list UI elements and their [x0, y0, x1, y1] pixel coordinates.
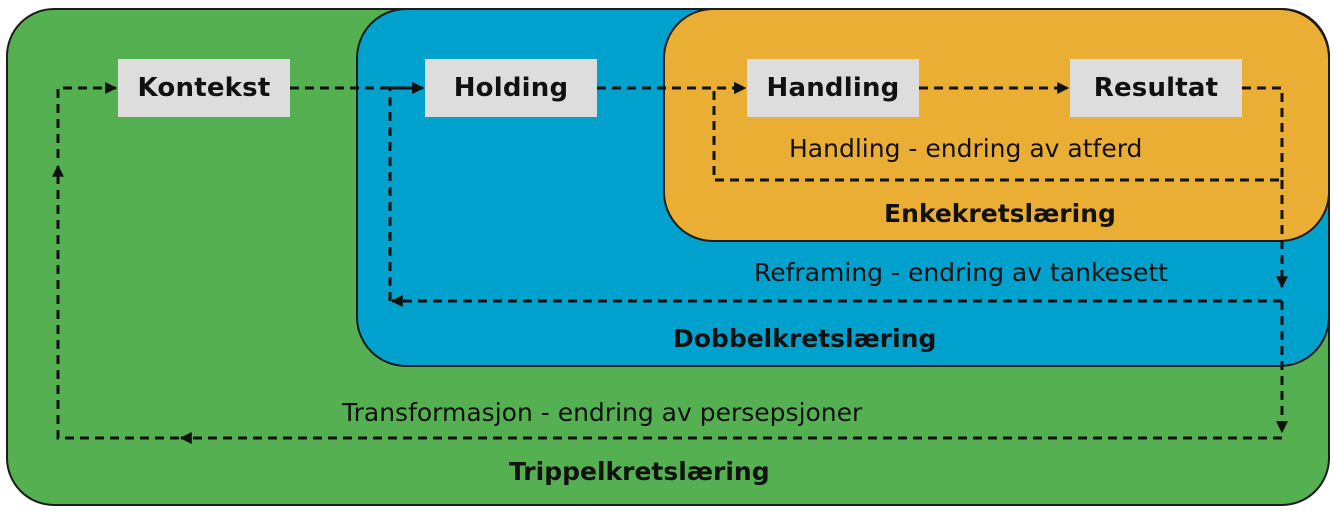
triple-loop-to-kontekst-arrow — [56, 82, 118, 158]
double-loop-description: Reframing - endring av tankesett — [754, 258, 1168, 287]
triple-loop-name: Trippelkretslæring — [509, 457, 770, 486]
single-loop-region — [663, 8, 1330, 242]
stage-kontekst: Kontekst — [118, 59, 290, 117]
single-loop-feedback-arrow — [712, 82, 1284, 182]
triple-loop-up-arrow — [52, 164, 179, 440]
single-loop-name: Enkekretslæring — [884, 199, 1116, 228]
double-loop-up-arrow — [388, 82, 425, 301]
stage-holding: Holding — [425, 59, 597, 117]
double-loop-name: Dobbelkretslæring — [673, 324, 937, 353]
single-loop-description: Handling - endring av atferd — [789, 134, 1143, 163]
stage-handling: Handling — [747, 59, 919, 117]
triple-loop-description: Transformasjon - endring av persepsjoner — [342, 398, 863, 427]
stage-resultat: Resultat — [1070, 59, 1242, 117]
